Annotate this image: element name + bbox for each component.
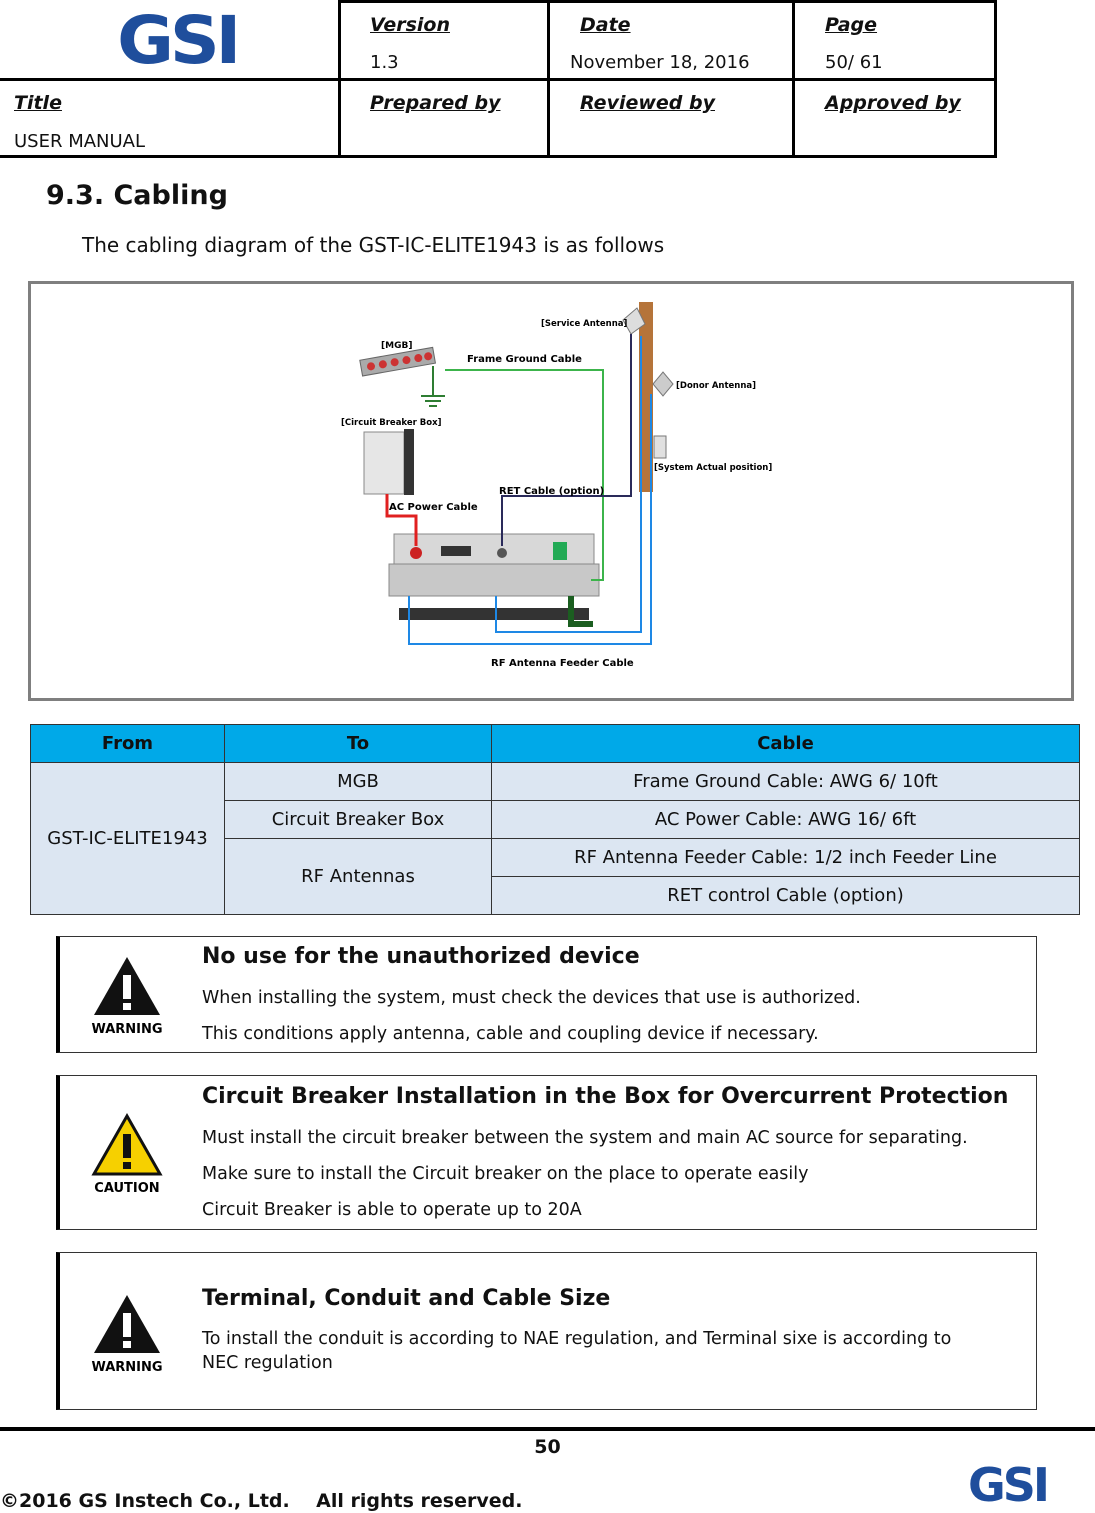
cable-cell: Frame Ground Cable: AWG 6/ 10ft bbox=[491, 762, 1080, 801]
service-antenna bbox=[622, 307, 646, 335]
header-to: To bbox=[224, 724, 492, 763]
rf-feeder-label: RF Antenna Feeder Cable bbox=[491, 658, 634, 669]
warning-icon: WARNING bbox=[91, 1295, 163, 1375]
header-cable: Cable bbox=[491, 724, 1080, 763]
cable-cell: RF Antenna Feeder Cable: 1/2 inch Feeder… bbox=[491, 838, 1080, 877]
table-row: RF Antennas RF Antenna Feeder Cable: 1/2… bbox=[31, 838, 1080, 915]
rf-feeder-cable-b bbox=[495, 336, 642, 633]
cabling-diagram-frame: [MGB] Frame Ground Cable [Service Antenn… bbox=[28, 281, 1074, 701]
caution-note-circuit-breaker: CAUTION Circuit Breaker Installation in … bbox=[56, 1075, 1037, 1230]
reviewed-by-label: Reviewed by bbox=[580, 92, 715, 114]
to-cell: Circuit Breaker Box bbox=[224, 800, 492, 839]
table-header-row: From To Cable bbox=[30, 724, 1080, 763]
approved-by-label: Approved by bbox=[825, 92, 961, 114]
svg-text:WARNING: WARNING bbox=[91, 1360, 162, 1375]
mounting-pole bbox=[639, 302, 653, 492]
title-value: USER MANUAL bbox=[14, 131, 146, 152]
note-line: When installing the system, must check t… bbox=[202, 988, 861, 1008]
mgb-bar bbox=[359, 346, 437, 377]
section-intro: The cabling diagram of the GST-IC-ELITE1… bbox=[82, 233, 665, 257]
warning-icon: WARNING bbox=[91, 957, 163, 1037]
footer-gsi-logo: GSI bbox=[968, 1458, 1050, 1512]
svg-text:WARNING: WARNING bbox=[91, 1022, 162, 1037]
circuit-breaker-box bbox=[363, 431, 405, 495]
ground-symbol-icon bbox=[421, 366, 445, 407]
ground-pole-cable bbox=[568, 596, 593, 627]
page-cell bbox=[792, 0, 997, 81]
note-title: No use for the unauthorized device bbox=[202, 944, 640, 969]
footer-copyright: ©2016 GS Instech Co., Ltd. All rights re… bbox=[0, 1490, 523, 1512]
system-position-label: [System Actual position] bbox=[654, 463, 772, 473]
frame-ground-cable bbox=[445, 369, 604, 581]
service-antenna-label: [Service Antenna] bbox=[541, 319, 627, 329]
page-value: 50/ 61 bbox=[825, 52, 883, 73]
ac-power-cable bbox=[385, 494, 418, 546]
ac-power-label: AC Power Cable bbox=[389, 502, 478, 513]
note-line: NEC regulation bbox=[202, 1353, 333, 1373]
note-line: Make sure to install the Circuit breaker… bbox=[202, 1164, 809, 1184]
ret-cable-label: RET Cable (option) bbox=[499, 486, 604, 497]
table-row: Circuit Breaker Box AC Power Cable: AWG … bbox=[31, 800, 1080, 839]
footer-divider bbox=[0, 1427, 1095, 1431]
note-line: This conditions apply antenna, cable and… bbox=[202, 1024, 819, 1044]
table-row: GST-IC-ELITE1943 MGB Frame Ground Cable:… bbox=[30, 762, 1080, 915]
caution-icon: CAUTION bbox=[91, 1112, 163, 1196]
repeater-unit bbox=[388, 533, 600, 620]
document-header: GSI Version 1.3 Date November 18, 2016 P… bbox=[0, 0, 997, 158]
svg-text:CAUTION: CAUTION bbox=[94, 1181, 159, 1196]
version-value: 1.3 bbox=[370, 52, 399, 73]
title-cell bbox=[0, 78, 341, 158]
reviewed-cell bbox=[547, 78, 795, 158]
donor-antenna-label: [Donor Antenna] bbox=[676, 381, 756, 391]
page-label: Page bbox=[825, 14, 878, 36]
ret-cable bbox=[501, 334, 632, 546]
warning-note-conduit: WARNING Terminal, Conduit and Cable Size… bbox=[56, 1252, 1037, 1410]
cable-cell: RET control Cable (option) bbox=[491, 876, 1080, 915]
to-cell: RF Antennas bbox=[224, 838, 492, 915]
version-label: Version bbox=[370, 14, 450, 36]
note-title: Circuit Breaker Installation in the Box … bbox=[202, 1084, 1009, 1109]
note-line: Circuit Breaker is able to operate up to… bbox=[202, 1200, 582, 1220]
cable-cell: AC Power Cable: AWG 16/ 6ft bbox=[491, 800, 1080, 839]
cabling-table: From To Cable GST-IC-ELITE1943 MGB Frame… bbox=[30, 724, 1080, 915]
to-cell: MGB bbox=[224, 762, 492, 801]
frame-ground-label: Frame Ground Cable bbox=[467, 354, 582, 365]
prepared-cell bbox=[338, 78, 550, 158]
mgb-label: [MGB] bbox=[381, 341, 412, 351]
title-label: Title bbox=[14, 92, 62, 114]
approved-cell bbox=[792, 78, 997, 158]
logo-cell: GSI bbox=[0, 0, 341, 81]
warning-note-authorization: WARNING No use for the unauthorized devi… bbox=[56, 936, 1037, 1053]
donor-antenna bbox=[652, 371, 674, 397]
table-row: RET control Cable (option) bbox=[31, 876, 1080, 915]
prepared-by-label: Prepared by bbox=[370, 92, 501, 114]
footer-page-number: 50 bbox=[534, 1436, 561, 1458]
note-line: Must install the circuit breaker between… bbox=[202, 1128, 968, 1148]
note-line: To install the conduit is according to N… bbox=[202, 1329, 952, 1349]
gsi-logo: GSI bbox=[117, 2, 241, 79]
note-title: Terminal, Conduit and Cable Size bbox=[202, 1286, 611, 1311]
from-cell: GST-IC-ELITE1943 bbox=[30, 762, 225, 915]
system-actual-position bbox=[653, 435, 667, 459]
header-from: From bbox=[30, 724, 225, 763]
date-label: Date bbox=[580, 14, 631, 36]
section-heading: 9.3. Cabling bbox=[46, 180, 228, 211]
breaker-box-label: [Circuit Breaker Box] bbox=[341, 418, 442, 428]
cabling-diagram: [MGB] Frame Ground Cable [Service Antenn… bbox=[341, 302, 772, 669]
date-value: November 18, 2016 bbox=[570, 52, 750, 73]
rf-feeder-cable-a bbox=[408, 394, 652, 645]
